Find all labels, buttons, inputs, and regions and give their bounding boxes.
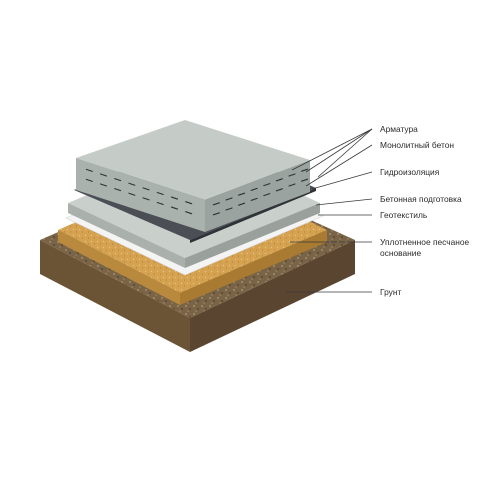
rebar-stub-27 [250,197,258,201]
label-sand-line2: основание [380,248,421,258]
leader-prep [315,198,373,206]
rebar-marks [85,168,309,216]
rebar-stub-30 [288,183,296,187]
rebar-stub-16 [85,178,93,182]
soil-right-face [190,240,355,352]
rebar-stub-26 [238,202,246,206]
rebar-stub-14 [288,173,296,177]
prep-right-face [185,203,320,268]
rebar-stub-4 [142,187,150,191]
membrane-edge [190,188,316,243]
rebar-stub-23 [185,211,193,215]
rebar-stub-15 [301,168,309,172]
rebar-stub-11 [250,187,258,191]
rebar-stub-31 [301,178,309,182]
rebar-stub-13 [275,178,283,182]
label-soil: Грунт [380,287,401,297]
rebar-stub-7 [185,201,193,205]
label-rebar: Арматура [380,124,418,134]
rebar-stub-12 [263,183,271,187]
label-waterproofing: Гидроизоляция [380,167,439,177]
rebar-stub-20 [142,197,150,201]
rebar-stub-22 [170,206,179,210]
rebar-stub-17 [99,183,108,187]
slab-right-face [205,160,310,232]
sand-left-face [58,230,180,305]
rebar-stub-28 [263,193,271,197]
rebar-stub-6 [170,196,179,200]
rebar-stub-19 [128,192,136,196]
leader-concrete [305,144,373,187]
rebar-stub-24 [212,212,220,216]
prep-left-face [68,203,185,268]
rebar-stub-21 [156,201,164,206]
concrete-slab [76,120,310,232]
rebar-stub-29 [275,188,283,192]
label-concrete: Монолитный бетон [380,140,454,150]
rebar-stub-1 [99,173,108,177]
leader-rebar-1 [291,128,373,171]
rebar-stub-25 [225,207,233,211]
leader-waterproofing [311,171,373,190]
slab-top-face [76,120,310,200]
leader-lines [286,128,373,293]
rebar-stub-0 [85,168,93,172]
label-prep: Бетонная подготовка [380,194,462,204]
rebar-stub-5 [156,191,164,196]
sand-right-face [180,230,327,305]
label-geotextile: Геотекстиль [380,210,428,220]
rebar-stub-18 [114,188,122,192]
layer-labels: Арматура Монолитный бетон Гидроизоляция … [380,124,470,297]
slab-left-face [76,158,205,232]
label-sand-line1: Уплотненное песчаное [380,237,470,247]
soil-left-face [40,240,190,352]
rebar-stub-2 [114,178,122,182]
rebar-stub-8 [212,202,220,206]
leader-rebar-3 [317,128,373,178]
leader-rebar-2 [305,128,373,173]
rebar-stub-10 [238,192,246,196]
rebar-stub-9 [225,197,233,201]
rebar-stub-3 [128,182,136,186]
